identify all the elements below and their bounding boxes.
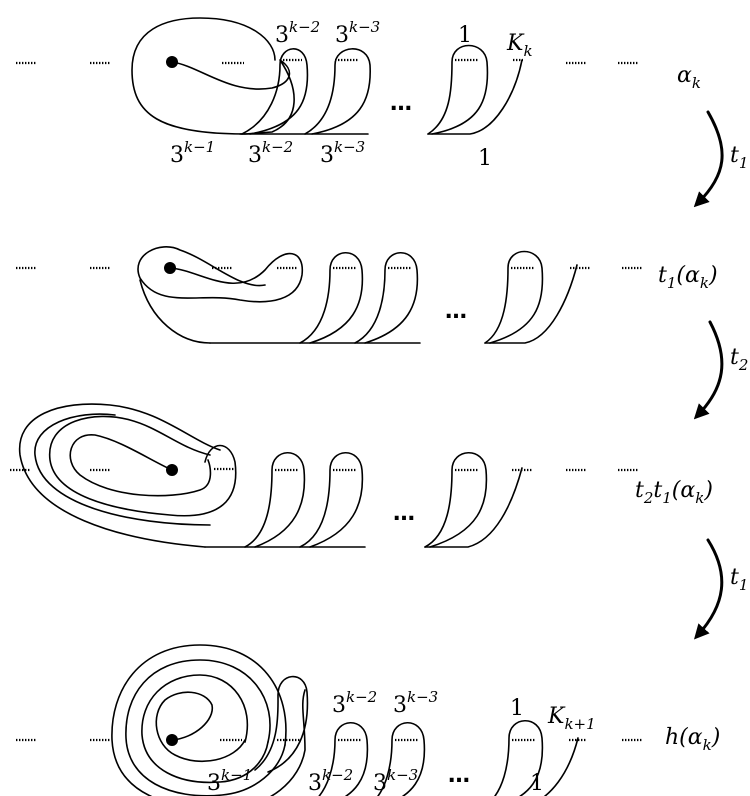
- ellipsis: …: [393, 501, 415, 526]
- petal-curve: [244, 452, 306, 548]
- bottom-label: 1: [530, 771, 544, 796]
- row-label: t1(αk): [658, 263, 718, 292]
- petal-curve: [427, 44, 489, 135]
- bottom-label: 3k−2: [248, 138, 293, 168]
- bottom-label: 3k−2: [308, 766, 353, 796]
- petal-curve: [484, 250, 544, 344]
- ellipsis: …: [445, 299, 467, 324]
- loop-curve: [139, 279, 211, 344]
- top-label: 3k−2: [332, 688, 377, 718]
- row-label: h(αk): [665, 725, 720, 754]
- bottom-label: 3k−1: [170, 138, 215, 168]
- baseline-curve: [427, 59, 523, 135]
- spiral-curve: [69, 434, 212, 497]
- ellipsis: …: [448, 763, 470, 788]
- arrow-t1: t1: [693, 538, 748, 640]
- arrow-t2: t2: [693, 320, 748, 420]
- top-label: 1: [458, 23, 472, 48]
- arrow-t1: t1: [693, 110, 748, 208]
- top-label: Kk+1: [547, 704, 596, 733]
- row-h-alpha-k: … 3k−2 3k−3 1 Kk+1 3k−1 3k−2 3k−3 1 h(αk…: [16, 644, 720, 796]
- bottom-label: 3k−3: [373, 766, 418, 796]
- bottom-label: 1: [478, 146, 492, 171]
- baseline-curve: [543, 737, 579, 796]
- petal-curve: [424, 452, 488, 548]
- petal-curve: [354, 252, 419, 344]
- marked-point: [166, 56, 178, 68]
- baseline-curve: [424, 467, 523, 548]
- top-label: 3k−3: [335, 18, 380, 48]
- bottom-label: 3k−3: [320, 138, 365, 168]
- marked-point: [164, 262, 176, 274]
- row-t1-alpha-k: … t1(αk): [16, 246, 718, 344]
- petal-curve: [241, 48, 309, 135]
- baseline-curve: [484, 264, 578, 344]
- arrow-label: t1: [730, 565, 748, 594]
- petal-curve: [299, 252, 364, 344]
- spiral-curve: [269, 689, 306, 796]
- row-label: t2t1(αk): [635, 478, 713, 507]
- petal-curve: [493, 720, 544, 796]
- petal-curve: [376, 722, 426, 796]
- row-t2t1-alpha-k: … t2t1(αk): [10, 403, 713, 548]
- petal-curve: [299, 452, 364, 548]
- top-label: 1: [510, 696, 524, 721]
- spiral-curve: [155, 691, 246, 763]
- spiral-curve: [141, 674, 269, 784]
- spiral-curve: [111, 644, 287, 796]
- arrow-label: t2: [730, 345, 748, 374]
- top-label: 3k−3: [393, 688, 438, 718]
- petal-curve: [304, 48, 371, 135]
- arrow-label: t1: [730, 143, 748, 172]
- bottom-label: 3k−1: [207, 766, 252, 796]
- row-label: αk: [677, 63, 701, 92]
- spiral-curve: [18, 403, 221, 548]
- petal-curve: [254, 675, 309, 773]
- row-alpha-k: … 3k−2 3k−3 1 Kk 3k−1 3k−2 3k−3 1 αk: [16, 17, 701, 171]
- spiral-curve: [34, 413, 211, 526]
- petal-curve: [318, 722, 369, 796]
- marked-point: [166, 734, 178, 746]
- marked-point: [166, 464, 178, 476]
- top-label: 3k−2: [275, 18, 320, 48]
- loop-curve: [137, 246, 303, 303]
- spiral-curve: [125, 659, 286, 796]
- loop-curve: [131, 17, 295, 135]
- ellipsis: …: [390, 91, 412, 116]
- spiral-curve: [49, 415, 237, 517]
- top-label: Kk: [506, 31, 533, 60]
